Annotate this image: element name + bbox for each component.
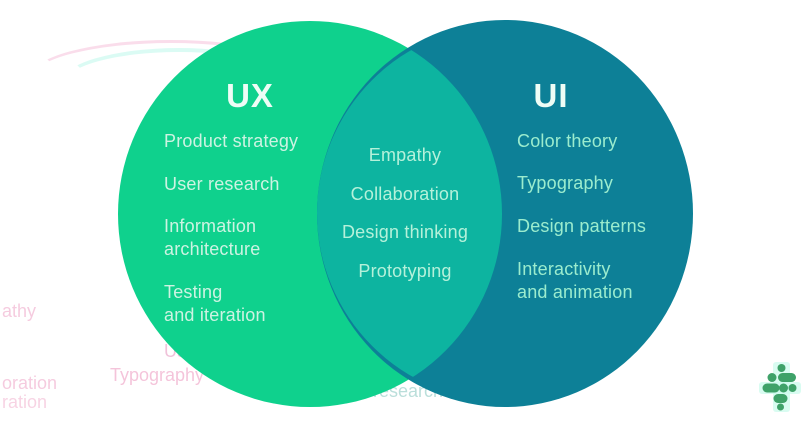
ux-title: UX bbox=[226, 77, 274, 114]
ghost-text: athy bbox=[2, 301, 37, 321]
ui-item-color-theory: Color theory bbox=[517, 131, 618, 151]
ui-item-design-patterns: Design patterns bbox=[517, 216, 647, 236]
dots-tree-logo-icon bbox=[759, 362, 801, 412]
pink-arc-artifact bbox=[28, 40, 314, 118]
shared-item-prototyping: Prototyping bbox=[358, 261, 452, 281]
shared-item-collaboration: Collaboration bbox=[350, 184, 460, 204]
ux-item-product-strategy: Product strategy bbox=[164, 131, 299, 151]
cyan-arc-artifact bbox=[60, 48, 298, 120]
ux-item-testing-iteration: Testing and iteration bbox=[164, 282, 266, 325]
ui-item-typography: Typography bbox=[517, 173, 614, 193]
ghost-text: Typography bbox=[110, 365, 205, 385]
ghost-text: ration bbox=[2, 392, 48, 412]
ui-title: UI bbox=[533, 77, 569, 114]
ghost-text: oration bbox=[2, 373, 58, 393]
ux-item-user-research: User research bbox=[164, 174, 280, 194]
shared-item-empathy: Empathy bbox=[368, 145, 442, 165]
ux-item-information-architecture: Information architecture bbox=[164, 216, 261, 259]
shared-item-design-thinking: Design thinking bbox=[341, 222, 469, 242]
ui-item-interactivity-animation: Interactivity and animation bbox=[517, 259, 633, 302]
